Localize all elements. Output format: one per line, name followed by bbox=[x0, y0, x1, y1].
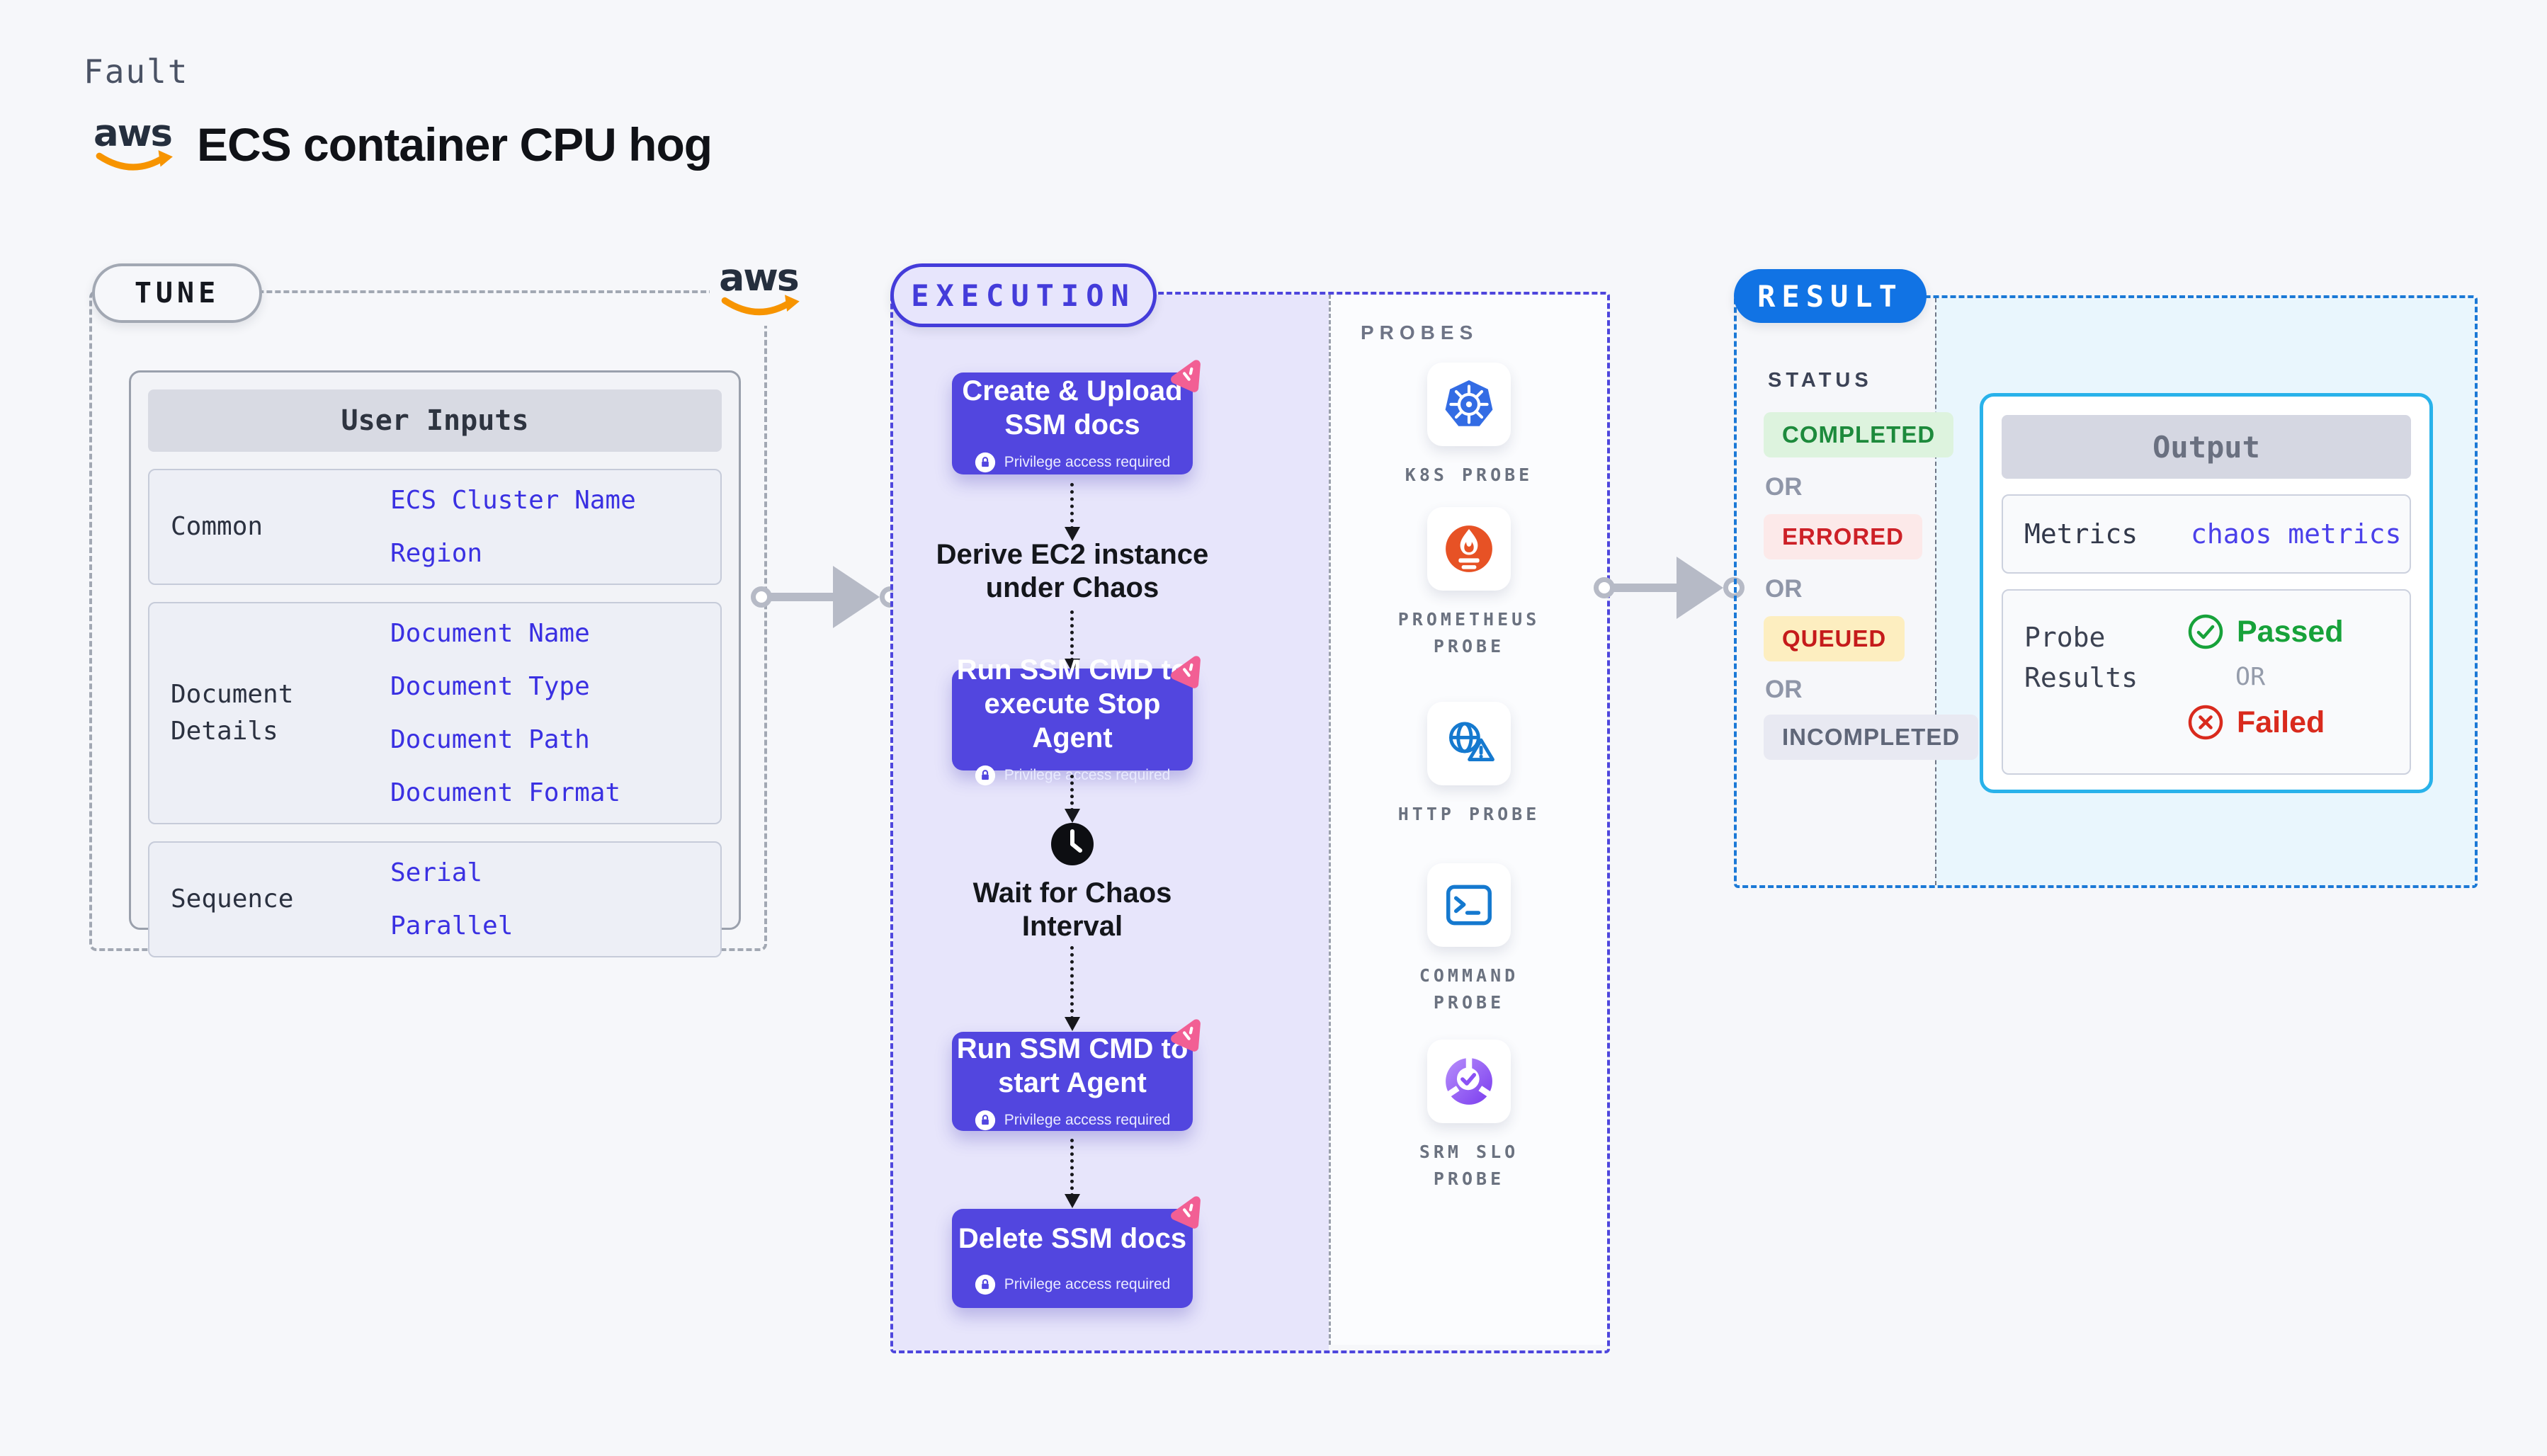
lock-icon bbox=[975, 452, 995, 473]
execution-section: Create & Upload SSM docs Privilege acces… bbox=[890, 292, 1610, 1353]
probe-srm-slo: SRM SLO PROBE bbox=[1331, 1040, 1607, 1192]
svg-text:aws: aws bbox=[93, 113, 171, 155]
probe-http: HTTP PROBE bbox=[1331, 702, 1607, 828]
chaos-experiment-icon bbox=[1171, 360, 1201, 392]
execution-to-result-arrow bbox=[1594, 557, 1745, 619]
chaos-experiment-icon bbox=[1171, 1019, 1201, 1052]
metrics-value: chaos metrics bbox=[2191, 518, 2402, 550]
svg-text:aws: aws bbox=[719, 257, 798, 300]
step-wait-chaos-label: Wait for Chaos Interval bbox=[972, 877, 1172, 943]
input-row-label: Document Details bbox=[171, 679, 294, 746]
probe-results-label: Probe Results bbox=[2024, 622, 2138, 693]
step-run-ssm-start-agent: Run SSM CMD to start Agent Privilege acc… bbox=[952, 1019, 1201, 1131]
status-badge-completed: COMPLETED bbox=[1764, 412, 1954, 457]
chaos-experiment-icon bbox=[1171, 1196, 1201, 1229]
or-label: OR bbox=[1765, 473, 1803, 501]
privilege-note: Privilege access required bbox=[1004, 767, 1171, 783]
lock-icon bbox=[975, 1274, 995, 1295]
flow-arrow bbox=[1065, 775, 1080, 823]
probe-prometheus: PROMETHEUS PROBE bbox=[1331, 507, 1607, 659]
status-header: STATUS bbox=[1768, 369, 1873, 392]
execution-badge: EXECUTION bbox=[890, 263, 1157, 327]
input-value: Serial bbox=[390, 858, 483, 887]
input-row-sequence: Sequence Serial Parallel bbox=[148, 841, 722, 957]
status-badge-queued: QUEUED bbox=[1764, 616, 1905, 661]
input-value: Parallel bbox=[390, 911, 514, 940]
input-row-document-details: Document Details Document Name Document … bbox=[148, 602, 722, 824]
probe-label: PROMETHEUS PROBE bbox=[1397, 609, 1541, 656]
privilege-note: Privilege access required bbox=[1004, 454, 1171, 470]
tune-badge: TUNE bbox=[92, 263, 262, 323]
input-value: ECS Cluster Name bbox=[390, 486, 636, 515]
terminal-icon bbox=[1427, 863, 1511, 947]
kubernetes-icon bbox=[1427, 363, 1511, 446]
privilege-note: Privilege access required bbox=[1004, 1112, 1171, 1128]
probe-k8s: K8S PROBE bbox=[1331, 363, 1607, 489]
probes-header: PROBES bbox=[1361, 322, 1479, 343]
probe-label: SRM SLO PROBE bbox=[1419, 1142, 1519, 1189]
probe-label: K8S PROBE bbox=[1405, 465, 1533, 485]
input-row-label: Sequence bbox=[171, 884, 294, 914]
flow-arrow bbox=[1065, 1139, 1080, 1208]
execution-lane: Create & Upload SSM docs Privilege acces… bbox=[893, 295, 1329, 1350]
failed-x-icon bbox=[2188, 705, 2223, 740]
metrics-label: Metrics bbox=[2024, 518, 2138, 550]
prometheus-icon bbox=[1427, 507, 1511, 591]
page-title: ECS container CPU hog bbox=[197, 118, 713, 171]
flow-arrow bbox=[1065, 946, 1080, 1031]
or-label: OR bbox=[1765, 575, 1803, 603]
input-value: Document Type bbox=[390, 672, 590, 701]
step-title: Run SSM CMD to start Agent bbox=[956, 1033, 1189, 1098]
probe-command: COMMAND PROBE bbox=[1331, 863, 1607, 1016]
lock-icon bbox=[975, 1110, 995, 1131]
aws-logo: aws bbox=[92, 112, 178, 178]
flow-arrow bbox=[1065, 483, 1080, 541]
step-title: Create & Upload SSM docs bbox=[962, 375, 1183, 440]
lock-icon bbox=[975, 765, 995, 786]
step-create-upload-ssm-docs: Create & Upload SSM docs Privilege acces… bbox=[952, 360, 1201, 474]
input-row-common: Common ECS Cluster Name Region bbox=[148, 469, 722, 585]
step-derive-ec2-label: Derive EC2 instance under Chaos bbox=[936, 539, 1209, 604]
probes-panel: PROBES K8S PROBE bbox=[1329, 295, 1607, 1345]
probe-label: HTTP PROBE bbox=[1397, 804, 1541, 824]
slo-check-icon bbox=[1427, 1040, 1511, 1123]
input-value: Region bbox=[390, 539, 483, 568]
step-title: Run SSM CMD to execute Stop Agent bbox=[956, 654, 1189, 753]
input-row-label: Common bbox=[171, 511, 263, 541]
user-inputs-header: User Inputs bbox=[148, 389, 722, 452]
or-label: OR bbox=[1765, 676, 1803, 703]
input-value: Document Format bbox=[390, 778, 621, 807]
input-value: Document Name bbox=[390, 619, 590, 648]
step-run-ssm-stop-agent: Run SSM CMD to execute Stop Agent Privil… bbox=[952, 654, 1201, 786]
result-badge: RESULT bbox=[1734, 269, 1927, 323]
passed-label: Passed bbox=[2237, 614, 2344, 649]
input-value: Document Path bbox=[390, 725, 590, 754]
or-label: OR bbox=[2235, 663, 2266, 691]
passed-check-icon bbox=[2188, 614, 2223, 649]
wait-clock-icon bbox=[1051, 823, 1094, 865]
user-inputs-card: User Inputs Common ECS Cluster Name Regi… bbox=[129, 370, 741, 957]
privilege-note: Privilege access required bbox=[1004, 1276, 1171, 1292]
metrics-row: Metrics chaos metrics bbox=[2002, 494, 2411, 574]
probe-label: COMMAND PROBE bbox=[1419, 965, 1519, 1013]
step-delete-ssm-docs: Delete SSM docs Privilege access require… bbox=[952, 1196, 1201, 1308]
http-globe-warning-icon bbox=[1427, 702, 1511, 785]
probe-results-row: Probe Results Passed OR Faile bbox=[2002, 589, 2411, 775]
tune-to-execution-arrow bbox=[751, 566, 901, 628]
output-card: Output Metrics chaos metrics Probe Resul… bbox=[1980, 393, 2433, 793]
aws-corner-logo: aws bbox=[710, 255, 813, 326]
output-header: Output bbox=[2002, 415, 2411, 479]
status-badge-errored: ERRORED bbox=[1764, 514, 1923, 559]
step-title: Delete SSM docs bbox=[958, 1223, 1187, 1254]
failed-label: Failed bbox=[2237, 705, 2325, 739]
fault-category-label: Fault bbox=[84, 52, 189, 91]
status-badge-incompleted: INCOMPLETED bbox=[1764, 715, 1979, 760]
chaos-experiment-icon bbox=[1171, 656, 1201, 688]
